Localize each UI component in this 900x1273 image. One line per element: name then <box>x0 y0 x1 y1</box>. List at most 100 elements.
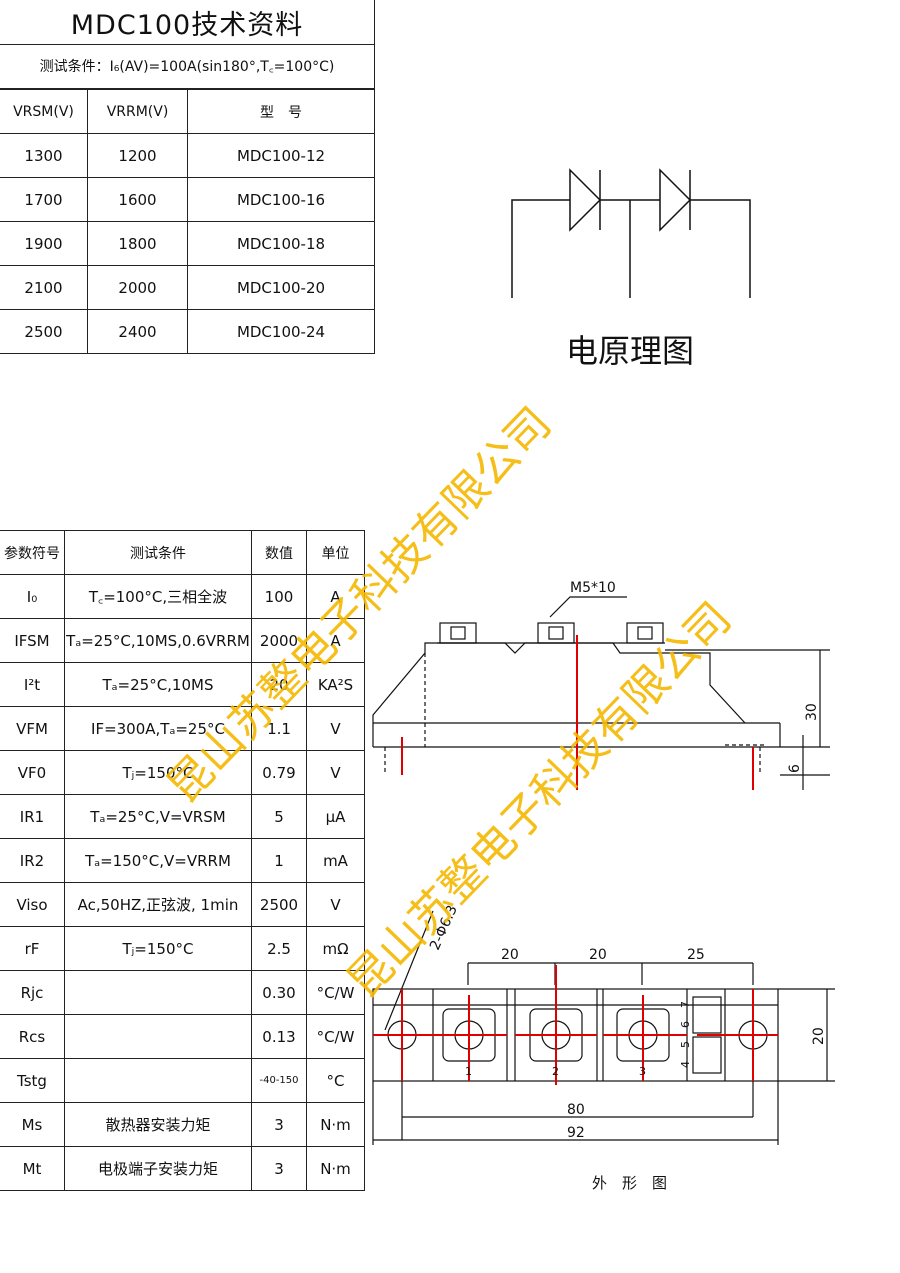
diode-1-icon <box>569 168 602 232</box>
param-symbol: IR2 <box>0 838 65 883</box>
param-symbol: Ms <box>0 1102 65 1147</box>
spec-cell: 1800 <box>87 221 188 266</box>
spec-header-vrsm: VRSM(V) <box>0 89 88 134</box>
outline-caption: 外 形 图 <box>592 1174 668 1192</box>
param-symbol: Rcs <box>0 1014 65 1059</box>
spec-header-model: 型 号 <box>187 89 375 134</box>
aux-pin-label: 7 <box>679 1001 692 1008</box>
spec-cell: MDC100-24 <box>187 309 375 354</box>
param-unit: mΩ <box>306 926 365 971</box>
param-unit: V <box>306 750 365 795</box>
outline-top-view: 2-Φ6.3 20 20 25 20 80 92 1 2 3 7 6 5 4 <box>372 905 835 1145</box>
param-condition: T꜀=100°C,三相全波 <box>64 574 252 619</box>
param-header-unit: 单位 <box>306 530 365 575</box>
param-symbol: Viso <box>0 882 65 927</box>
param-unit: N·m <box>306 1102 365 1147</box>
screw-head-icon <box>626 622 664 644</box>
param-value: 1 <box>251 838 307 883</box>
spec-cell: 2100 <box>0 265 88 310</box>
param-condition: 电极端子安装力矩 <box>64 1146 252 1191</box>
param-symbol: VF0 <box>0 750 65 795</box>
param-value: 2000 <box>251 618 307 663</box>
spec-cell: 1300 <box>0 133 88 178</box>
spec-cell: 1700 <box>0 177 88 222</box>
aux-pin-icon <box>692 996 722 1034</box>
param-condition: Tₐ=150°C,V=VRRM <box>64 838 252 883</box>
param-symbol: I₀ <box>0 574 65 619</box>
spec-cell: 2000 <box>87 265 188 310</box>
aux-pin-label: 6 <box>679 1021 692 1028</box>
spec-condition: 测试条件：I₆(AV)=100A(sin180°,T꜀=100°C) <box>0 44 375 89</box>
screw-label: M5*10 <box>570 580 616 596</box>
spec-cell: 2400 <box>87 309 188 354</box>
wire-left <box>511 199 570 298</box>
param-value: 0.13 <box>251 1014 307 1059</box>
param-header-condition: 测试条件 <box>64 530 252 575</box>
circuit-caption: 电原理图 <box>566 332 695 370</box>
spec-cell: MDC100-20 <box>187 265 375 310</box>
param-value: 20 <box>251 662 307 707</box>
param-unit: N·m <box>306 1146 365 1191</box>
aux-pin-label: 4 <box>679 1061 692 1068</box>
param-symbol: VFM <box>0 706 65 751</box>
dim-width: 20 <box>811 1027 827 1045</box>
param-symbol: IFSM <box>0 618 65 663</box>
param-unit: KA²S <box>306 662 365 707</box>
spec-cell: 2500 <box>0 309 88 354</box>
param-symbol: Tstg <box>0 1058 65 1103</box>
param-value: 2500 <box>251 882 307 927</box>
table-row: Tstg -40-150°C <box>0 1058 365 1103</box>
table-row: Rcs 0.13°C/W <box>0 1014 365 1059</box>
spec-cell: 1600 <box>87 177 188 222</box>
param-value: 0.30 <box>251 970 307 1015</box>
param-condition: 散热器安装力矩 <box>64 1102 252 1147</box>
param-symbol: IR1 <box>0 794 65 839</box>
dim-base: 6 <box>787 764 803 773</box>
spec-cell: MDC100-18 <box>187 221 375 266</box>
screw-head-icon <box>537 622 575 644</box>
spec-cell: 1200 <box>87 133 188 178</box>
param-value: 2.5 <box>251 926 307 971</box>
param-unit: °C <box>306 1058 365 1103</box>
param-symbol: rF <box>0 926 65 971</box>
param-condition <box>64 970 252 1015</box>
param-unit: V <box>306 882 365 927</box>
param-unit: μA <box>306 794 365 839</box>
param-condition: Tₐ=25°C,10MS <box>64 662 252 707</box>
param-unit: °C/W <box>306 1014 365 1059</box>
dim-pitch-1: 20 <box>501 947 519 963</box>
aux-pin-icon <box>692 1036 722 1074</box>
param-condition: Tⱼ=150°C <box>64 926 252 971</box>
param-condition: Tₐ=25°C,10MS,0.6VRRM <box>64 618 252 663</box>
param-value: 100 <box>251 574 307 619</box>
param-value: -40-150 <box>251 1058 307 1103</box>
wire-right <box>690 199 751 298</box>
param-unit: V <box>306 706 365 751</box>
param-symbol: Mt <box>0 1146 65 1191</box>
param-value: 1.1 <box>251 706 307 751</box>
dim-pitch-2: 20 <box>589 947 607 963</box>
spec-cell: 1900 <box>0 221 88 266</box>
param-unit: A <box>306 574 365 619</box>
param-value: 0.79 <box>251 750 307 795</box>
dim-mount: 80 <box>567 1102 585 1118</box>
param-header-symbol: 参数符号 <box>0 530 65 575</box>
